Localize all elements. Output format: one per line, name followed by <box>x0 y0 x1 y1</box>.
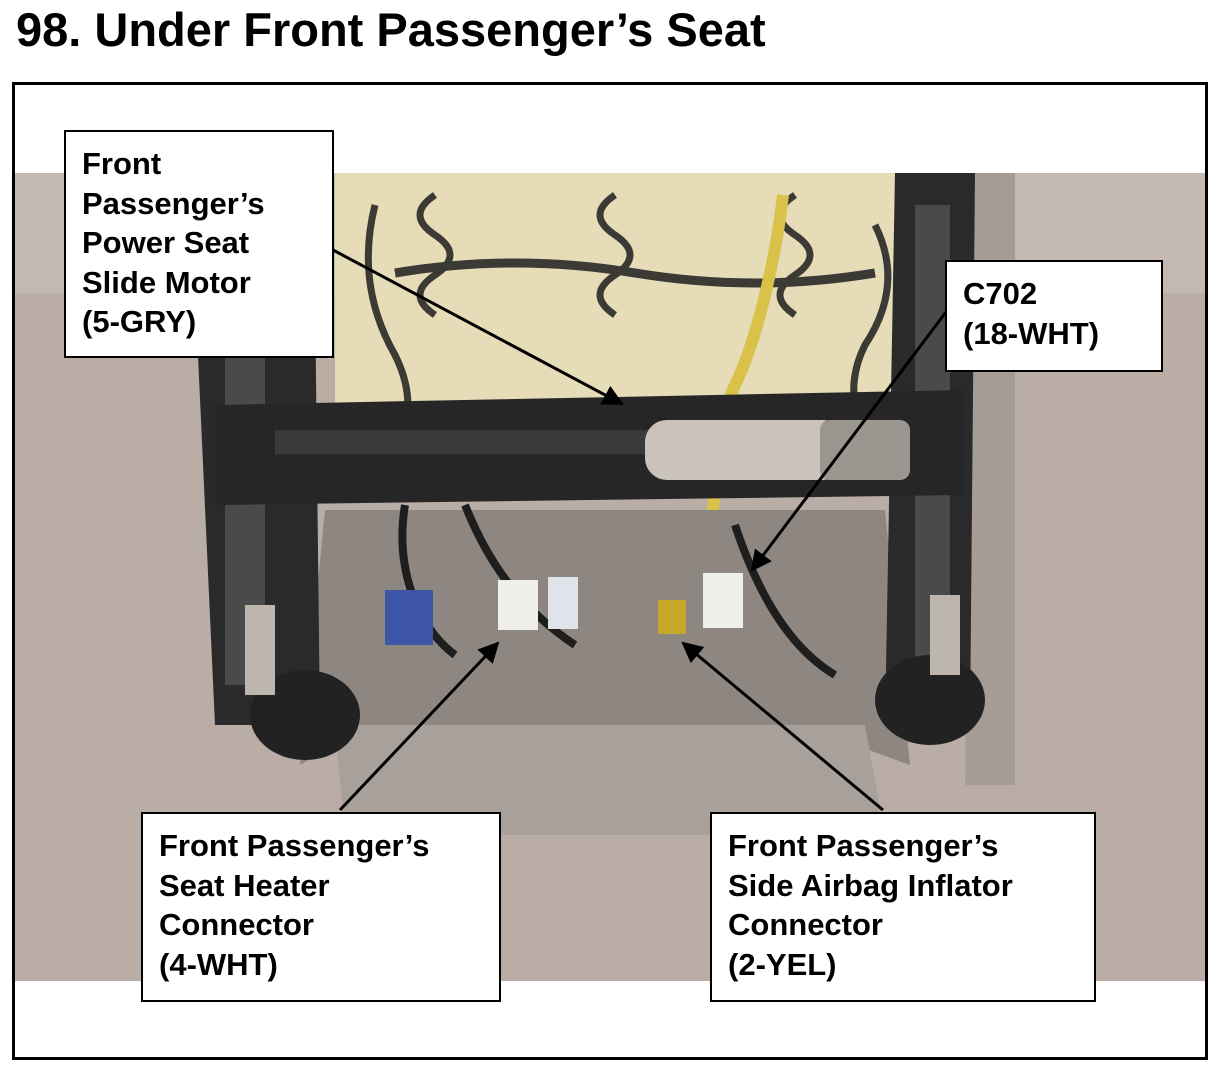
side-airbag-line-4: (2-YEL) <box>728 946 837 982</box>
slide-motor-line-4: Slide Motor <box>82 264 251 300</box>
side-airbag-line-3: Connector <box>728 907 883 942</box>
slide-motor-line-5: (5-GRY) <box>82 304 197 339</box>
figure-frame: Front Passenger’s Power Seat Slide Motor… <box>12 82 1208 1060</box>
slide-motor-line-3: Power Seat <box>82 225 250 260</box>
c702-connector <box>703 573 743 628</box>
right-bracket <box>930 595 960 675</box>
page-title: 98. Under Front Passenger’s Seat <box>16 3 766 56</box>
slide-motor-line-2: Passenger’s <box>82 185 265 221</box>
seat-heater-line-2: Seat Heater <box>159 867 330 903</box>
callout-c702: C702 (18-WHT) <box>945 260 1163 372</box>
right-foot <box>875 655 985 745</box>
callout-side-airbag: Front Passenger’s Side Airbag Inflator C… <box>710 812 1096 1002</box>
seat-heater-line-3: Connector <box>159 907 314 942</box>
slide-motor <box>645 420 845 480</box>
motor-gearbox <box>820 420 910 480</box>
callout-slide-motor: Front Passenger’s Power Seat Slide Motor… <box>64 130 334 358</box>
side-airbag-connector <box>658 600 686 634</box>
left-bracket <box>245 605 275 695</box>
left-foot <box>250 670 360 760</box>
side-airbag-line-1: Front Passenger’s <box>728 828 999 863</box>
slide-motor-line-1: Front <box>82 146 162 181</box>
callout-seat-heater: Front Passenger’s Seat Heater Connector … <box>141 812 501 1002</box>
seat-heater-line-1: Front Passenger’s <box>159 828 430 863</box>
c702-line-2: (18-WHT) <box>963 315 1100 351</box>
seat-heater-line-4: (4-WHT) <box>159 946 278 982</box>
side-airbag-line-2: Side Airbag Inflator <box>728 867 1013 903</box>
seat-heater-connector <box>498 580 538 630</box>
white-connector <box>548 577 578 629</box>
c702-line-1: C702 <box>963 276 1038 311</box>
blue-connector <box>385 590 433 645</box>
